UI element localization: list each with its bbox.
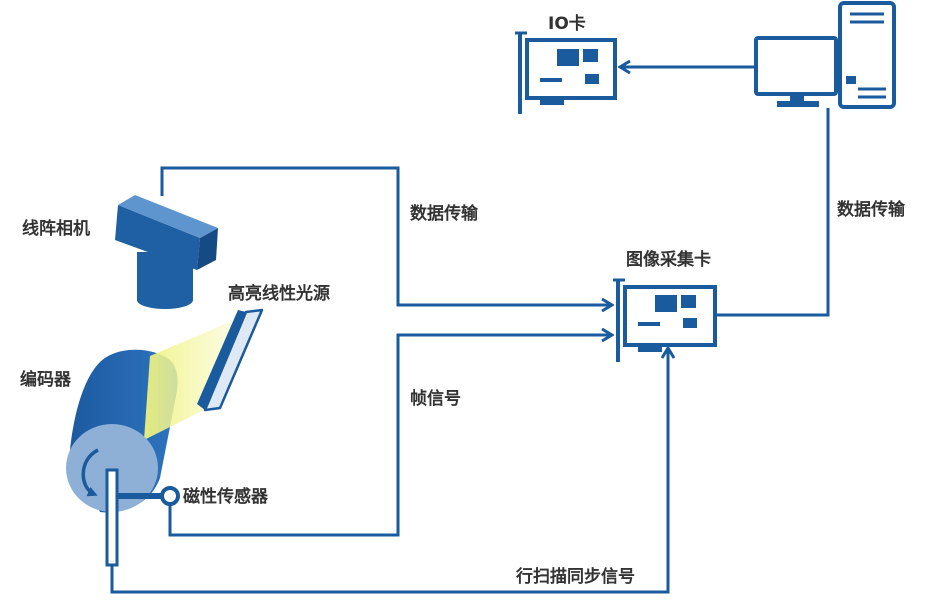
line-scan-camera-icon	[115, 195, 218, 309]
data-transfer-left-label: 数据传输	[410, 203, 479, 224]
light-source-label: 高亮线性光源	[228, 283, 330, 304]
light-source-side	[197, 310, 246, 410]
light-source-icon	[197, 308, 264, 412]
line-sync-signal-line	[110, 348, 668, 594]
capture-card-label: 图像采集卡	[626, 249, 711, 270]
card-board	[525, 38, 617, 100]
line-camera-label: 线阵相机	[22, 218, 90, 239]
monitor-neck	[790, 94, 804, 102]
computer-icon	[754, 1, 896, 109]
card-connector	[540, 98, 564, 105]
card-trace	[540, 78, 562, 82]
frame-signal-label: 帧信号	[410, 388, 461, 409]
encoder-shaft	[105, 468, 119, 567]
tower-button	[846, 76, 856, 84]
sensor-head	[160, 486, 180, 506]
frame-signal-line	[168, 335, 612, 537]
computer-tower	[838, 1, 896, 109]
card-chip	[655, 295, 677, 312]
line-sync-signal-label: 行扫描同步信号	[515, 566, 635, 587]
rotation-arrow-icon	[81, 448, 99, 497]
computer-data-line	[717, 108, 830, 317]
encoder-label: 编码器	[20, 369, 72, 390]
camera-data-line	[160, 166, 612, 305]
io-card-icon	[515, 31, 617, 114]
light-beam	[144, 316, 244, 440]
card-connector	[638, 345, 662, 352]
camera-body-top	[118, 195, 218, 238]
card-chip	[583, 49, 598, 62]
card-chip	[681, 295, 696, 308]
capture-card-icon	[613, 278, 717, 362]
card-chip	[585, 74, 599, 84]
camera-body-front	[115, 205, 200, 270]
camera-lens-end	[137, 291, 193, 309]
light-source-face	[203, 308, 264, 412]
computer-monitor	[754, 36, 838, 96]
data-transfer-right-label: 数据传输	[837, 199, 906, 220]
monitor-base	[777, 101, 819, 107]
card-trace	[638, 322, 660, 326]
io-card-label: IO卡	[548, 13, 586, 34]
magnetic-sensor-label: 磁性传感器	[183, 486, 269, 507]
card-chip	[683, 318, 697, 328]
card-chip	[557, 49, 579, 66]
camera-body-side	[197, 228, 218, 270]
